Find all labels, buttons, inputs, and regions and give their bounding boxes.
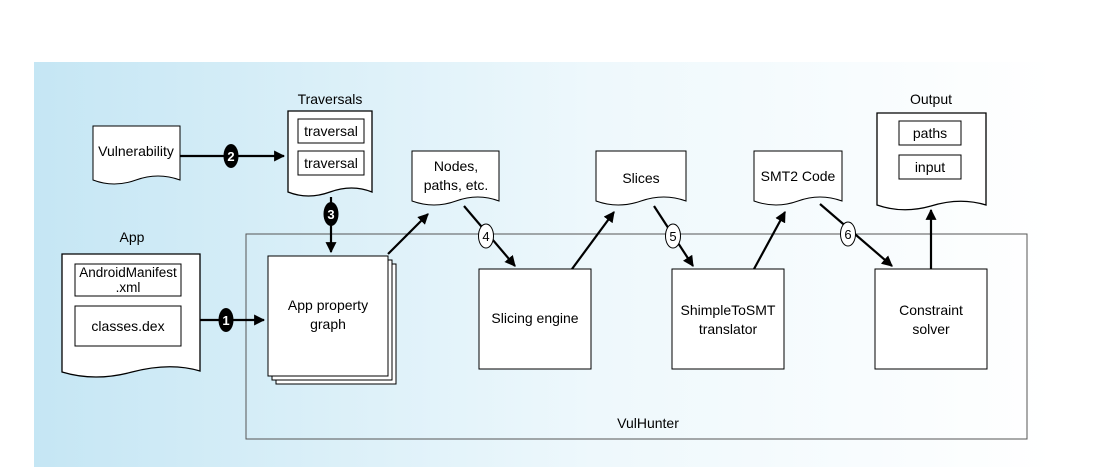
vulhunter-label: VulHunter: [617, 415, 679, 431]
svg-text:1: 1: [222, 313, 229, 328]
translator-box: ShimpleToSMT translator: [671, 268, 785, 370]
manifest-box: [74, 263, 182, 297]
traversal-box-1: [297, 118, 365, 144]
smt2-label: SMT2 Code: [761, 168, 836, 184]
traversals-document: Traversals traversal traversal: [287, 91, 373, 197]
step-marker-5: 5: [665, 223, 681, 249]
slices-document: Slices: [595, 150, 687, 206]
solver-label-line2: solver: [912, 321, 950, 337]
slicing-engine-label: Slicing engine: [491, 310, 578, 326]
arrow-graph-to-nodes: [387, 213, 429, 255]
graph-label-line1: App property: [288, 297, 368, 313]
vulnerability-label: Vulnerability: [98, 143, 174, 159]
traversals-title: Traversals: [298, 91, 363, 107]
paths-box: [898, 120, 962, 146]
svg-text:6: 6: [844, 227, 851, 242]
arrow-translator-to-smt2: [753, 211, 786, 270]
paths-label: paths: [913, 125, 947, 141]
slicing-engine-box: Slicing engine: [478, 268, 592, 370]
smt2-code-document: SMT2 Code: [753, 150, 843, 206]
step-marker-6: 6: [840, 221, 856, 247]
arrow-smt2-to-solver: [819, 203, 893, 267]
vulnerability-document: Vulnerability: [92, 125, 181, 185]
step-marker-1: 1: [218, 308, 234, 332]
manifest-label-line2: .xml: [116, 280, 141, 295]
solver-label-line1: Constraint: [899, 302, 963, 318]
graph-label-line2: graph: [310, 316, 346, 332]
svg-text:4: 4: [482, 229, 489, 244]
step-marker-3: 3: [323, 202, 339, 226]
nodes-label-line2: paths, etc.: [424, 177, 489, 193]
app-document: App AndroidManifest .xml classes.dex: [61, 229, 201, 378]
constraint-solver-box: Constraint solver: [874, 268, 988, 370]
output-title: Output: [910, 91, 952, 107]
input-box: [898, 154, 962, 180]
classes-box: [74, 305, 182, 347]
step-marker-2: 2: [223, 144, 239, 168]
traversal-box-2: [297, 150, 365, 176]
svg-text:5: 5: [669, 229, 676, 244]
translator-label-line1: ShimpleToSMT: [681, 302, 776, 318]
slices-label: Slices: [622, 170, 659, 186]
output-document: Output paths input: [876, 91, 987, 211]
vulhunter-boundary: [245, 233, 1028, 440]
step-marker-4: 4: [478, 223, 494, 249]
nodes-label-line1: Nodes,: [434, 158, 478, 174]
nodes-paths-document: Nodes, paths, etc.: [411, 150, 500, 206]
traversal-label-1: traversal: [304, 123, 358, 139]
traversal-label-2: traversal: [304, 155, 358, 171]
app-property-graph: App property graph: [267, 255, 397, 385]
translator-label-line2: translator: [699, 321, 758, 337]
arrow-slicing-to-slices: [571, 211, 615, 270]
app-title: App: [120, 229, 145, 245]
classes-label: classes.dex: [91, 318, 164, 334]
svg-text:2: 2: [227, 149, 234, 164]
svg-text:3: 3: [327, 207, 334, 222]
input-label: input: [915, 159, 945, 175]
manifest-label-line1: AndroidManifest: [79, 265, 177, 280]
